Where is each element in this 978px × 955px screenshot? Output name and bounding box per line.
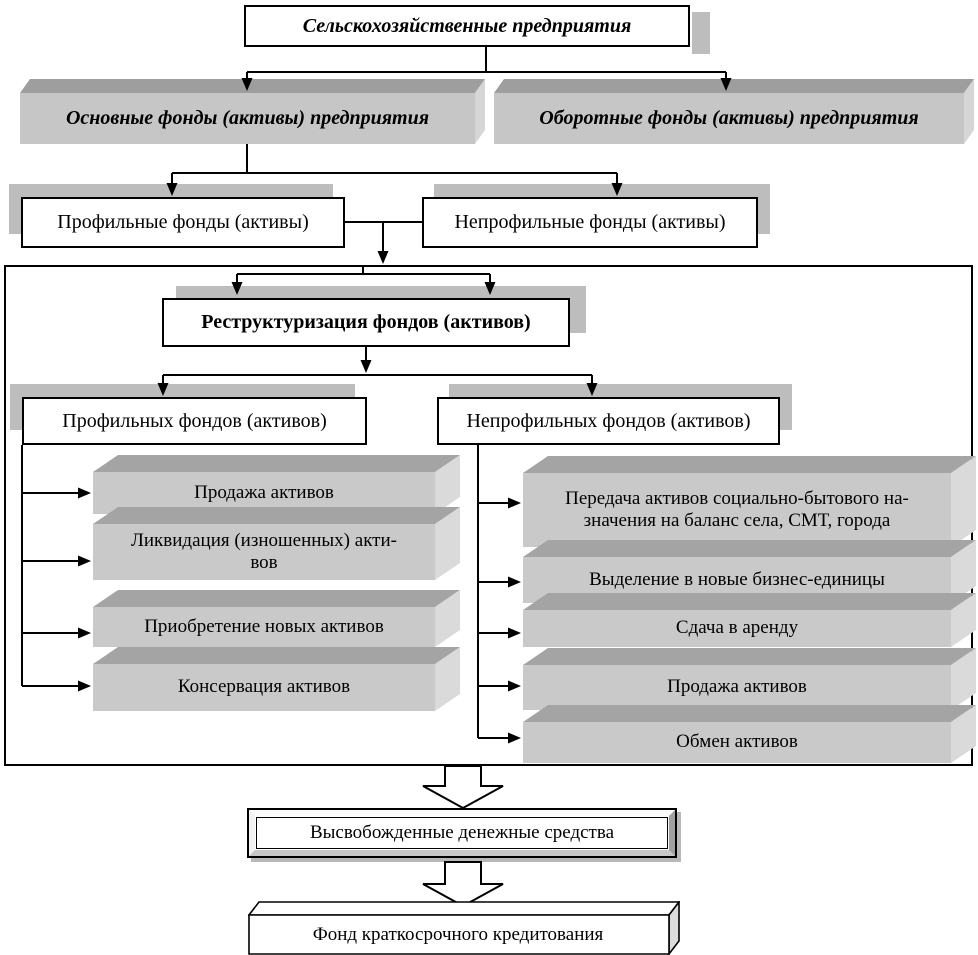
noncore-item-label: Продажа активов bbox=[667, 676, 807, 698]
noncore-assets-label: Непрофильные фонды (активы) bbox=[454, 211, 726, 234]
restructuring-label: Реструктуризация фондов (активов) bbox=[201, 311, 531, 334]
core-branch-header: Профильных фондов (активов) bbox=[22, 397, 367, 445]
core-assets-label: Профильные фонды (активы) bbox=[57, 211, 309, 234]
down-block-arrow bbox=[422, 765, 504, 810]
noncore-item-label: Выделение в новые бизнес-единицы bbox=[589, 568, 885, 590]
noncore-item-slab: Сдача в аренду bbox=[523, 610, 951, 647]
current-assets-slab: Оборотные фонды (активы) предприятия bbox=[494, 93, 964, 144]
core-item-slab: Приобретение новых активов bbox=[93, 607, 435, 647]
noncore-item-slab: Продажа активов bbox=[523, 665, 951, 710]
noncore-item-slab: Обмен активов bbox=[523, 722, 951, 763]
core-item-label: Продажа активов bbox=[194, 481, 334, 503]
noncore-item-label: Передача активов социально-бытового на- … bbox=[565, 487, 909, 531]
noncore-item-label: Обмен активов bbox=[676, 731, 798, 753]
credit-fund-label: Фонд краткосрочного кредитования bbox=[312, 923, 604, 945]
core-branch-header-label: Профильных фондов (активов) bbox=[62, 409, 327, 432]
down-block-arrow bbox=[422, 861, 504, 908]
released-funds-label: Высвобожденные денежные средства bbox=[309, 822, 615, 843]
title-box-shadow bbox=[692, 12, 710, 54]
released-funds-bevel bbox=[249, 810, 675, 856]
credit-fund-box: Фонд краткосрочного кредитования bbox=[247, 899, 681, 955]
core-assets-box: Профильные фонды (активы) bbox=[21, 197, 345, 248]
core-item-label: Приобретение новых активов bbox=[144, 615, 384, 637]
title-box: Сельскохозяйственные предприятия bbox=[244, 5, 690, 47]
noncore-branch-header: Непрофильных фондов (активов) bbox=[437, 397, 780, 445]
noncore-assets-box: Непрофильные фонды (активы) bbox=[422, 197, 758, 248]
core-item-slab: Консервация активов bbox=[93, 664, 435, 711]
noncore-item-label: Сдача в аренду bbox=[675, 617, 799, 639]
core-item-slab: Ликвидация (изношенных) акти- вов bbox=[93, 524, 435, 580]
title-label: Сельскохозяйственные предприятия bbox=[302, 14, 632, 37]
noncore-branch-header-label: Непрофильных фондов (активов) bbox=[466, 409, 751, 432]
current-assets-label: Оборотные фонды (активы) предприятия bbox=[539, 106, 919, 129]
noncore-item-slab: Передача активов социально-бытового на- … bbox=[523, 473, 951, 547]
fixed-assets-label: Основные фонды (активы) предприятия bbox=[65, 106, 430, 129]
credit-fund-box-outline bbox=[247, 899, 681, 955]
released-funds-box: Высвобожденные денежные средства bbox=[247, 808, 677, 858]
fixed-assets-slab: Основные фонды (активы) предприятия bbox=[20, 93, 475, 144]
restructuring-box: Реструктуризация фондов (активов) bbox=[162, 298, 570, 347]
core-item-label: Ликвидация (изношенных) акти- вов bbox=[131, 529, 397, 573]
core-item-label: Консервация активов bbox=[177, 676, 351, 698]
